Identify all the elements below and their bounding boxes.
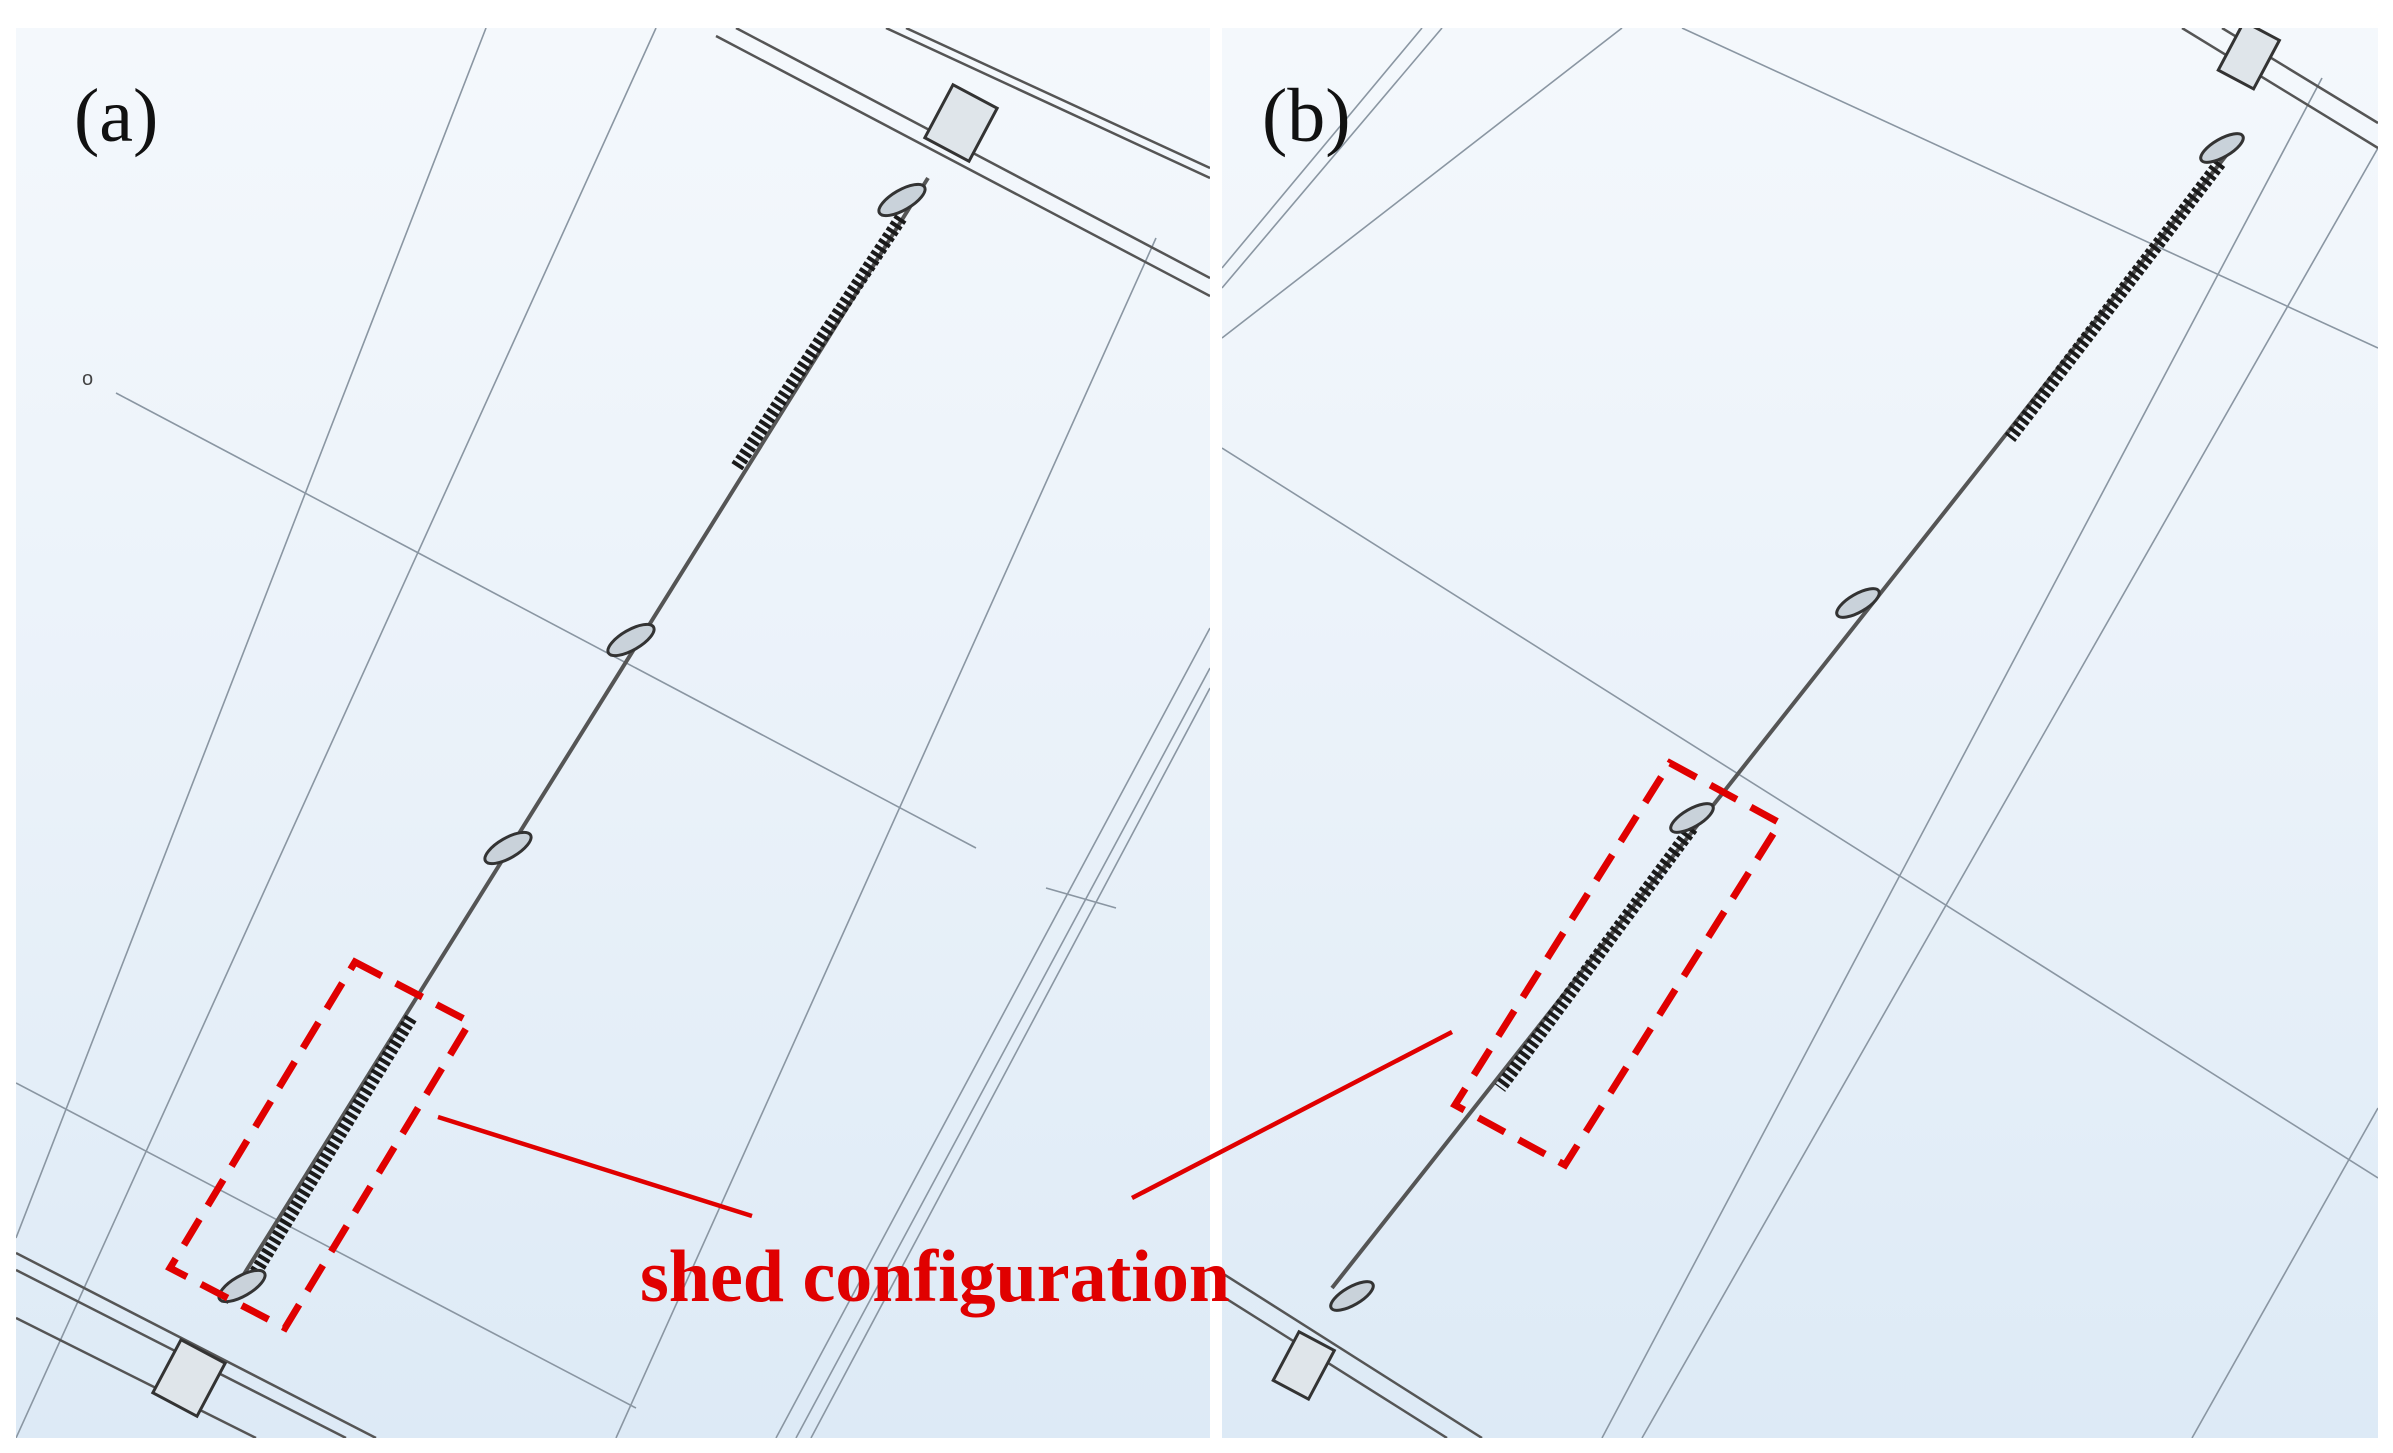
leader-line-b — [1130, 1030, 1454, 1200]
callout-label: shed configuration — [640, 1236, 1231, 1318]
shed-box-a — [165, 957, 475, 1333]
insulator-rod — [1330, 146, 2234, 1290]
grading-rings — [217, 182, 927, 1304]
panel-a-label: (a) — [74, 74, 159, 158]
yoke-plates — [1271, 28, 2282, 1402]
leader-line-a — [437, 1114, 753, 1219]
bottom-left-conductor — [1222, 1271, 1483, 1438]
panel-b-label: (b) — [1262, 74, 1351, 158]
upper-shed-section — [730, 214, 907, 472]
grid-lines — [1222, 28, 2378, 1438]
lower-shed-section — [1494, 824, 1698, 1092]
panel-b-drawing — [1222, 28, 2378, 1438]
upper-shed-section — [2004, 159, 2226, 442]
grid-lines — [16, 28, 1210, 1438]
leader-lines — [437, 1030, 1454, 1219]
shed-box-b — [1450, 758, 1785, 1170]
lower-shed-section — [240, 1014, 417, 1292]
panel-a: (a) o — [16, 28, 1210, 1438]
panel-a-drawing — [16, 28, 1210, 1438]
yoke-plates — [150, 82, 1000, 1419]
insulator-rod — [224, 176, 930, 1305]
panel-b: (b) — [1222, 28, 2378, 1438]
origin-mark: o — [82, 368, 94, 390]
highlight-boxes — [165, 758, 1785, 1333]
grading-rings — [1329, 132, 2245, 1312]
